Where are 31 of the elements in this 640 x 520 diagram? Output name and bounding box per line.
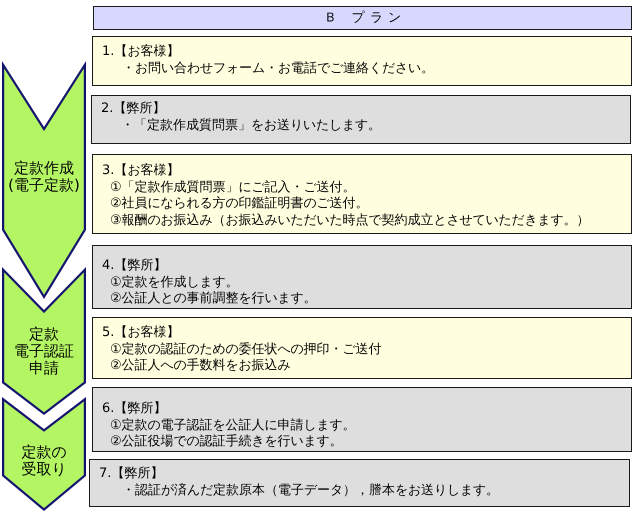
step-box <box>91 95 631 144</box>
step-heading: 1.【お客様】 <box>102 44 180 60</box>
step-text: ③報酬のお振込み（お振込みいただいた時点で契約成立とさせていただきます。） <box>110 212 590 229</box>
step-box <box>92 317 632 379</box>
step-text: ②公証役場での認証手続きを行います。 <box>110 434 343 450</box>
step-box <box>92 245 632 309</box>
step-box <box>89 459 630 507</box>
phase-label: 定款の受取り <box>22 444 66 478</box>
step-text: ②公証人との事前調整を行います。 <box>110 291 317 308</box>
step-box <box>92 154 632 234</box>
header-band <box>93 6 632 30</box>
step-heading: 3.【お客様】 <box>102 163 180 180</box>
step-text: ・認証が済んだ定款原本（電子データ），謄本をお送りします。 <box>122 482 499 499</box>
step-text: ①定款の認証のための委任状への押印・ご送付 <box>110 342 382 358</box>
step-text: ①定款を作成します。 <box>110 274 239 291</box>
step-text: ①定款の電子認証を公証人に申請します。 <box>110 418 356 434</box>
step-text: ・お問い合わせフォーム・お電話でご連絡ください。 <box>122 60 434 77</box>
phase-label: 定款作成(電子定款) <box>8 160 80 194</box>
step-heading: 2.【弊所】 <box>101 101 166 118</box>
step-text: ②公証人への手数料をお振込み <box>110 358 291 374</box>
phase-label: 定款電子認証申請 <box>14 326 74 377</box>
step-heading: 7.【弊所】 <box>99 466 164 482</box>
step-heading: 6.【弊所】 <box>102 401 166 418</box>
step-heading: 5.【お客様】 <box>102 325 180 342</box>
step-text: ・「定款作成質問票」をお送りいたします。 <box>121 118 381 134</box>
step-box <box>92 387 632 452</box>
step-heading: 4.【弊所】 <box>102 258 166 274</box>
plan-title: Ｂ プラン <box>323 10 406 26</box>
step-box <box>92 36 632 86</box>
step-text: ①「定款作成質問票」にご記入・ご送付。 <box>110 180 356 196</box>
step-text: ②社員になられる方の印鑑証明書のご送付。 <box>110 196 369 212</box>
